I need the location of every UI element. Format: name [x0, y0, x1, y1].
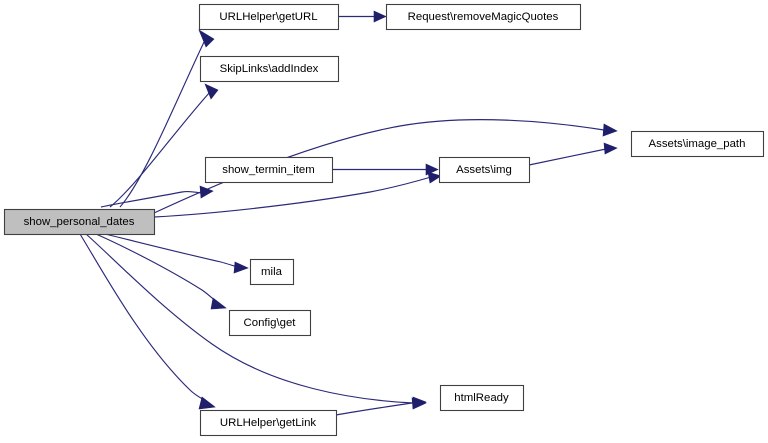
graph-node-mila[interactable]: mila	[249, 258, 295, 286]
graph-node-urlhelper-getlink[interactable]: URLHelper\getLink	[199, 409, 338, 437]
arrowhead-icon	[602, 123, 618, 137]
graph-node-show-termin-item[interactable]: show_termin_item	[204, 156, 334, 184]
graph-node-assets-image-path[interactable]: Assets\image_path	[630, 130, 765, 158]
edge-line	[109, 91, 211, 208]
graph-node-assets-img[interactable]: Assets\img	[438, 156, 531, 184]
node-label: SkipLinks\addIndex	[220, 63, 319, 75]
call-edge	[153, 171, 442, 218]
node-box[interactable]	[198, 3, 340, 31]
node-label: Assets\image_path	[649, 138, 746, 150]
node-box[interactable]	[228, 309, 312, 337]
node-label: show_personal_dates	[24, 216, 135, 228]
call-edge	[335, 397, 427, 416]
call-edge	[153, 119, 618, 214]
call-edge	[95, 233, 227, 310]
edge-line	[85, 233, 414, 404]
arrowhead-icon	[373, 10, 387, 23]
node-box[interactable]	[204, 156, 334, 184]
call-edge	[528, 142, 618, 166]
call-edge	[119, 29, 215, 208]
arrowhead-icon	[233, 261, 249, 274]
arrowhead-icon	[198, 396, 216, 410]
node-label: show_termin_item	[222, 164, 314, 176]
node-label: Assets\img	[456, 164, 512, 176]
edge-line	[104, 233, 242, 269]
arrowhead-icon	[204, 83, 219, 100]
edge-line	[528, 148, 607, 166]
call-edge	[100, 185, 214, 208]
node-label: htmlReady	[454, 392, 509, 404]
graph-node-htmlready[interactable]: htmlReady	[439, 384, 525, 412]
arrowhead-icon	[198, 29, 215, 48]
arrowhead-icon	[603, 142, 618, 155]
node-box[interactable]	[630, 130, 765, 158]
node-box[interactable]	[385, 3, 582, 31]
node-box[interactable]	[438, 156, 531, 184]
call-edge	[332, 163, 439, 176]
graph-node-urlhelper-geturl[interactable]: URLHelper\getURL	[198, 3, 340, 31]
arrowhead-icon	[411, 397, 427, 410]
call-edge	[79, 233, 216, 410]
edge-layer	[79, 10, 618, 416]
node-box[interactable]	[3, 208, 156, 236]
graph-node-config-get[interactable]: Config\get	[228, 309, 312, 337]
call-edge	[104, 233, 249, 274]
graph-node-show-personal-dates[interactable]: show_personal_dates	[3, 208, 156, 236]
arrowhead-icon	[210, 297, 227, 310]
call-edge	[338, 10, 387, 23]
node-label: URLHelper\getLink	[220, 417, 317, 429]
call-edge	[109, 83, 219, 208]
node-layer: show_personal_dates URLHelper\getURL Reque…	[3, 3, 765, 437]
edge-line	[95, 233, 220, 305]
graph-node-request-removemagicquotes[interactable]: Request\removeMagicQuotes	[385, 3, 582, 31]
edge-line	[79, 233, 210, 404]
edge-line	[153, 119, 605, 214]
graph-node-skiplinks-addindex[interactable]: SkipLinks\addIndex	[199, 55, 340, 83]
node-box[interactable]	[199, 409, 338, 437]
arrowhead-icon	[427, 171, 442, 184]
edge-line	[335, 402, 413, 416]
node-label: mila	[261, 266, 283, 278]
node-label: URLHelper\getURL	[219, 11, 317, 23]
edge-line	[153, 176, 432, 218]
node-box[interactable]	[439, 384, 525, 412]
arrowhead-icon	[199, 185, 214, 199]
node-label: Config\get	[244, 317, 297, 329]
edge-line	[100, 190, 208, 208]
node-box[interactable]	[249, 258, 295, 286]
node-box[interactable]	[199, 55, 340, 83]
edge-line	[119, 39, 206, 208]
node-label: Request\removeMagicQuotes	[408, 11, 559, 23]
